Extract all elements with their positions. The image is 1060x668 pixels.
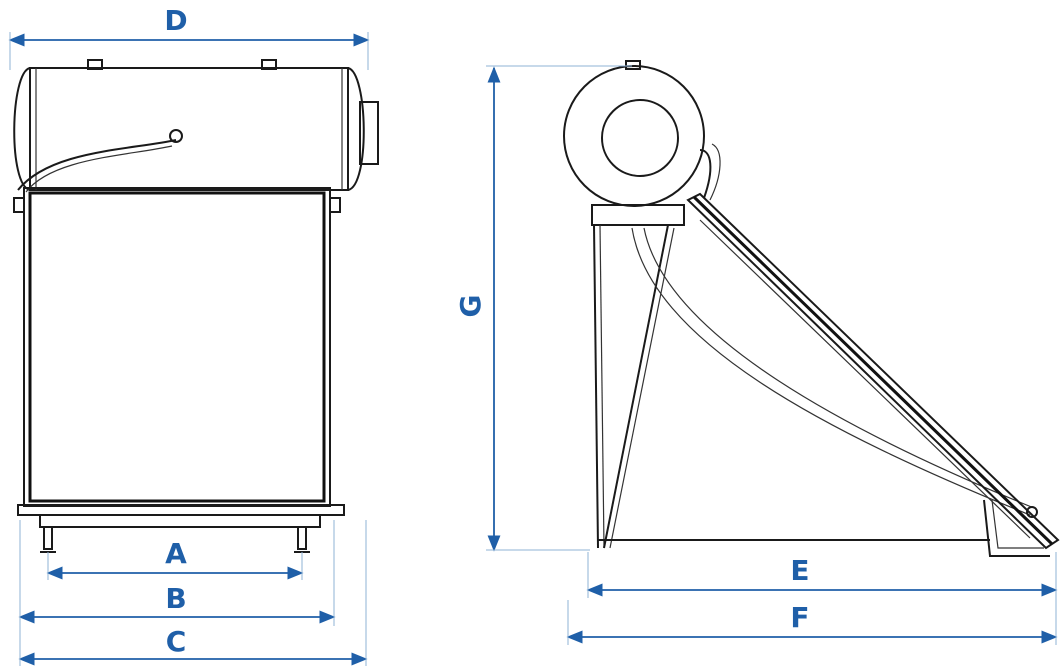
label-e: E xyxy=(790,554,809,587)
side-stand xyxy=(591,204,1050,557)
side-view xyxy=(563,60,1060,557)
label-d: D xyxy=(164,4,187,37)
front-view xyxy=(13,59,379,553)
dimension-lines xyxy=(8,32,1058,666)
label-b: B xyxy=(165,582,186,615)
label-f: F xyxy=(790,601,809,634)
label-a: A xyxy=(165,537,187,570)
front-collector-panel xyxy=(13,187,345,528)
side-collector xyxy=(686,192,1060,550)
side-tank xyxy=(563,60,721,207)
label-c: C xyxy=(166,625,187,658)
extension-lines xyxy=(9,32,1057,666)
dimension-labels: D A B C E F G xyxy=(164,4,809,658)
label-g: G xyxy=(454,295,487,318)
front-tank xyxy=(13,59,379,193)
